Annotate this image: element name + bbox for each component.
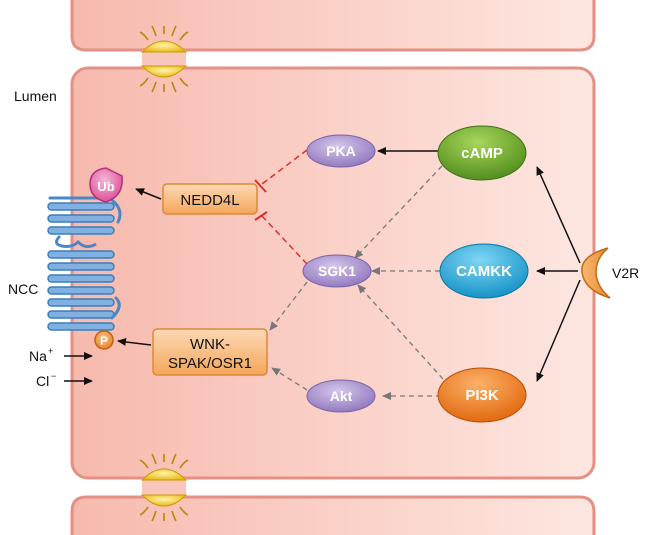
- tight-junction-bottom: [139, 453, 189, 522]
- cl-charge: −: [51, 371, 56, 381]
- wnk-to-p-arrow: [117, 337, 152, 346]
- sgk1-inhibits-nedd4l: [254, 211, 308, 265]
- phospho-tag: P: [94, 330, 114, 350]
- wnk-label-line1: WNK-: [190, 336, 230, 353]
- camp-label: cAMP: [461, 145, 503, 162]
- nedd4l-label: NEDD4L: [180, 192, 239, 209]
- ncc-label: NCC: [8, 281, 38, 297]
- camkk-label: CAMKK: [456, 263, 512, 280]
- nedd4l-to-ub-arrow: [135, 188, 162, 200]
- na-label: Na: [29, 348, 47, 364]
- pi3k-to-sgk1-arrow: [357, 284, 444, 380]
- pka-node: PKA: [306, 134, 376, 168]
- camp-node: cAMP: [437, 125, 527, 181]
- top-cell: [70, 0, 596, 52]
- bottom-cell: [70, 495, 596, 535]
- sgk1-to-wnk-arrow: [269, 281, 308, 331]
- tight-junction-top: [139, 25, 189, 93]
- cl-ion: Cl −: [36, 371, 56, 389]
- na-ion: Na +: [29, 346, 53, 364]
- cl-label: Cl: [36, 373, 49, 389]
- pka-inhibits-nedd4l: [254, 149, 308, 193]
- pi3k-node: PI3K: [437, 367, 527, 423]
- na-charge: +: [48, 346, 53, 356]
- v2r-label: V2R: [612, 265, 639, 281]
- akt-node: Akt: [306, 379, 376, 413]
- pi3k-label: PI3K: [465, 387, 499, 404]
- akt-label: Akt: [330, 388, 353, 404]
- sgk1-label: SGK1: [318, 263, 356, 279]
- v2r-to-camp-arrow: [536, 166, 581, 264]
- p-label: P: [100, 334, 108, 348]
- nedd4l-box: NEDD4L: [162, 183, 258, 215]
- v2r-to-pi3k-arrow: [536, 279, 581, 382]
- pka-label: PKA: [326, 143, 356, 159]
- camp-to-sgk1-arrow: [354, 165, 443, 259]
- sgk1-node: SGK1: [302, 254, 372, 288]
- ubiquitin-tag: Ub: [89, 167, 123, 203]
- akt-to-wnk-arrow: [271, 367, 308, 391]
- v2r-receptor: V2R: [581, 247, 639, 299]
- lumen-label: Lumen: [14, 88, 57, 104]
- camkk-node: CAMKK: [439, 243, 529, 299]
- ub-label: Ub: [97, 179, 114, 194]
- wnk-spak-box: WNK- SPAK/OSR1: [152, 328, 268, 376]
- wnk-label-line2: SPAK/OSR1: [168, 355, 252, 372]
